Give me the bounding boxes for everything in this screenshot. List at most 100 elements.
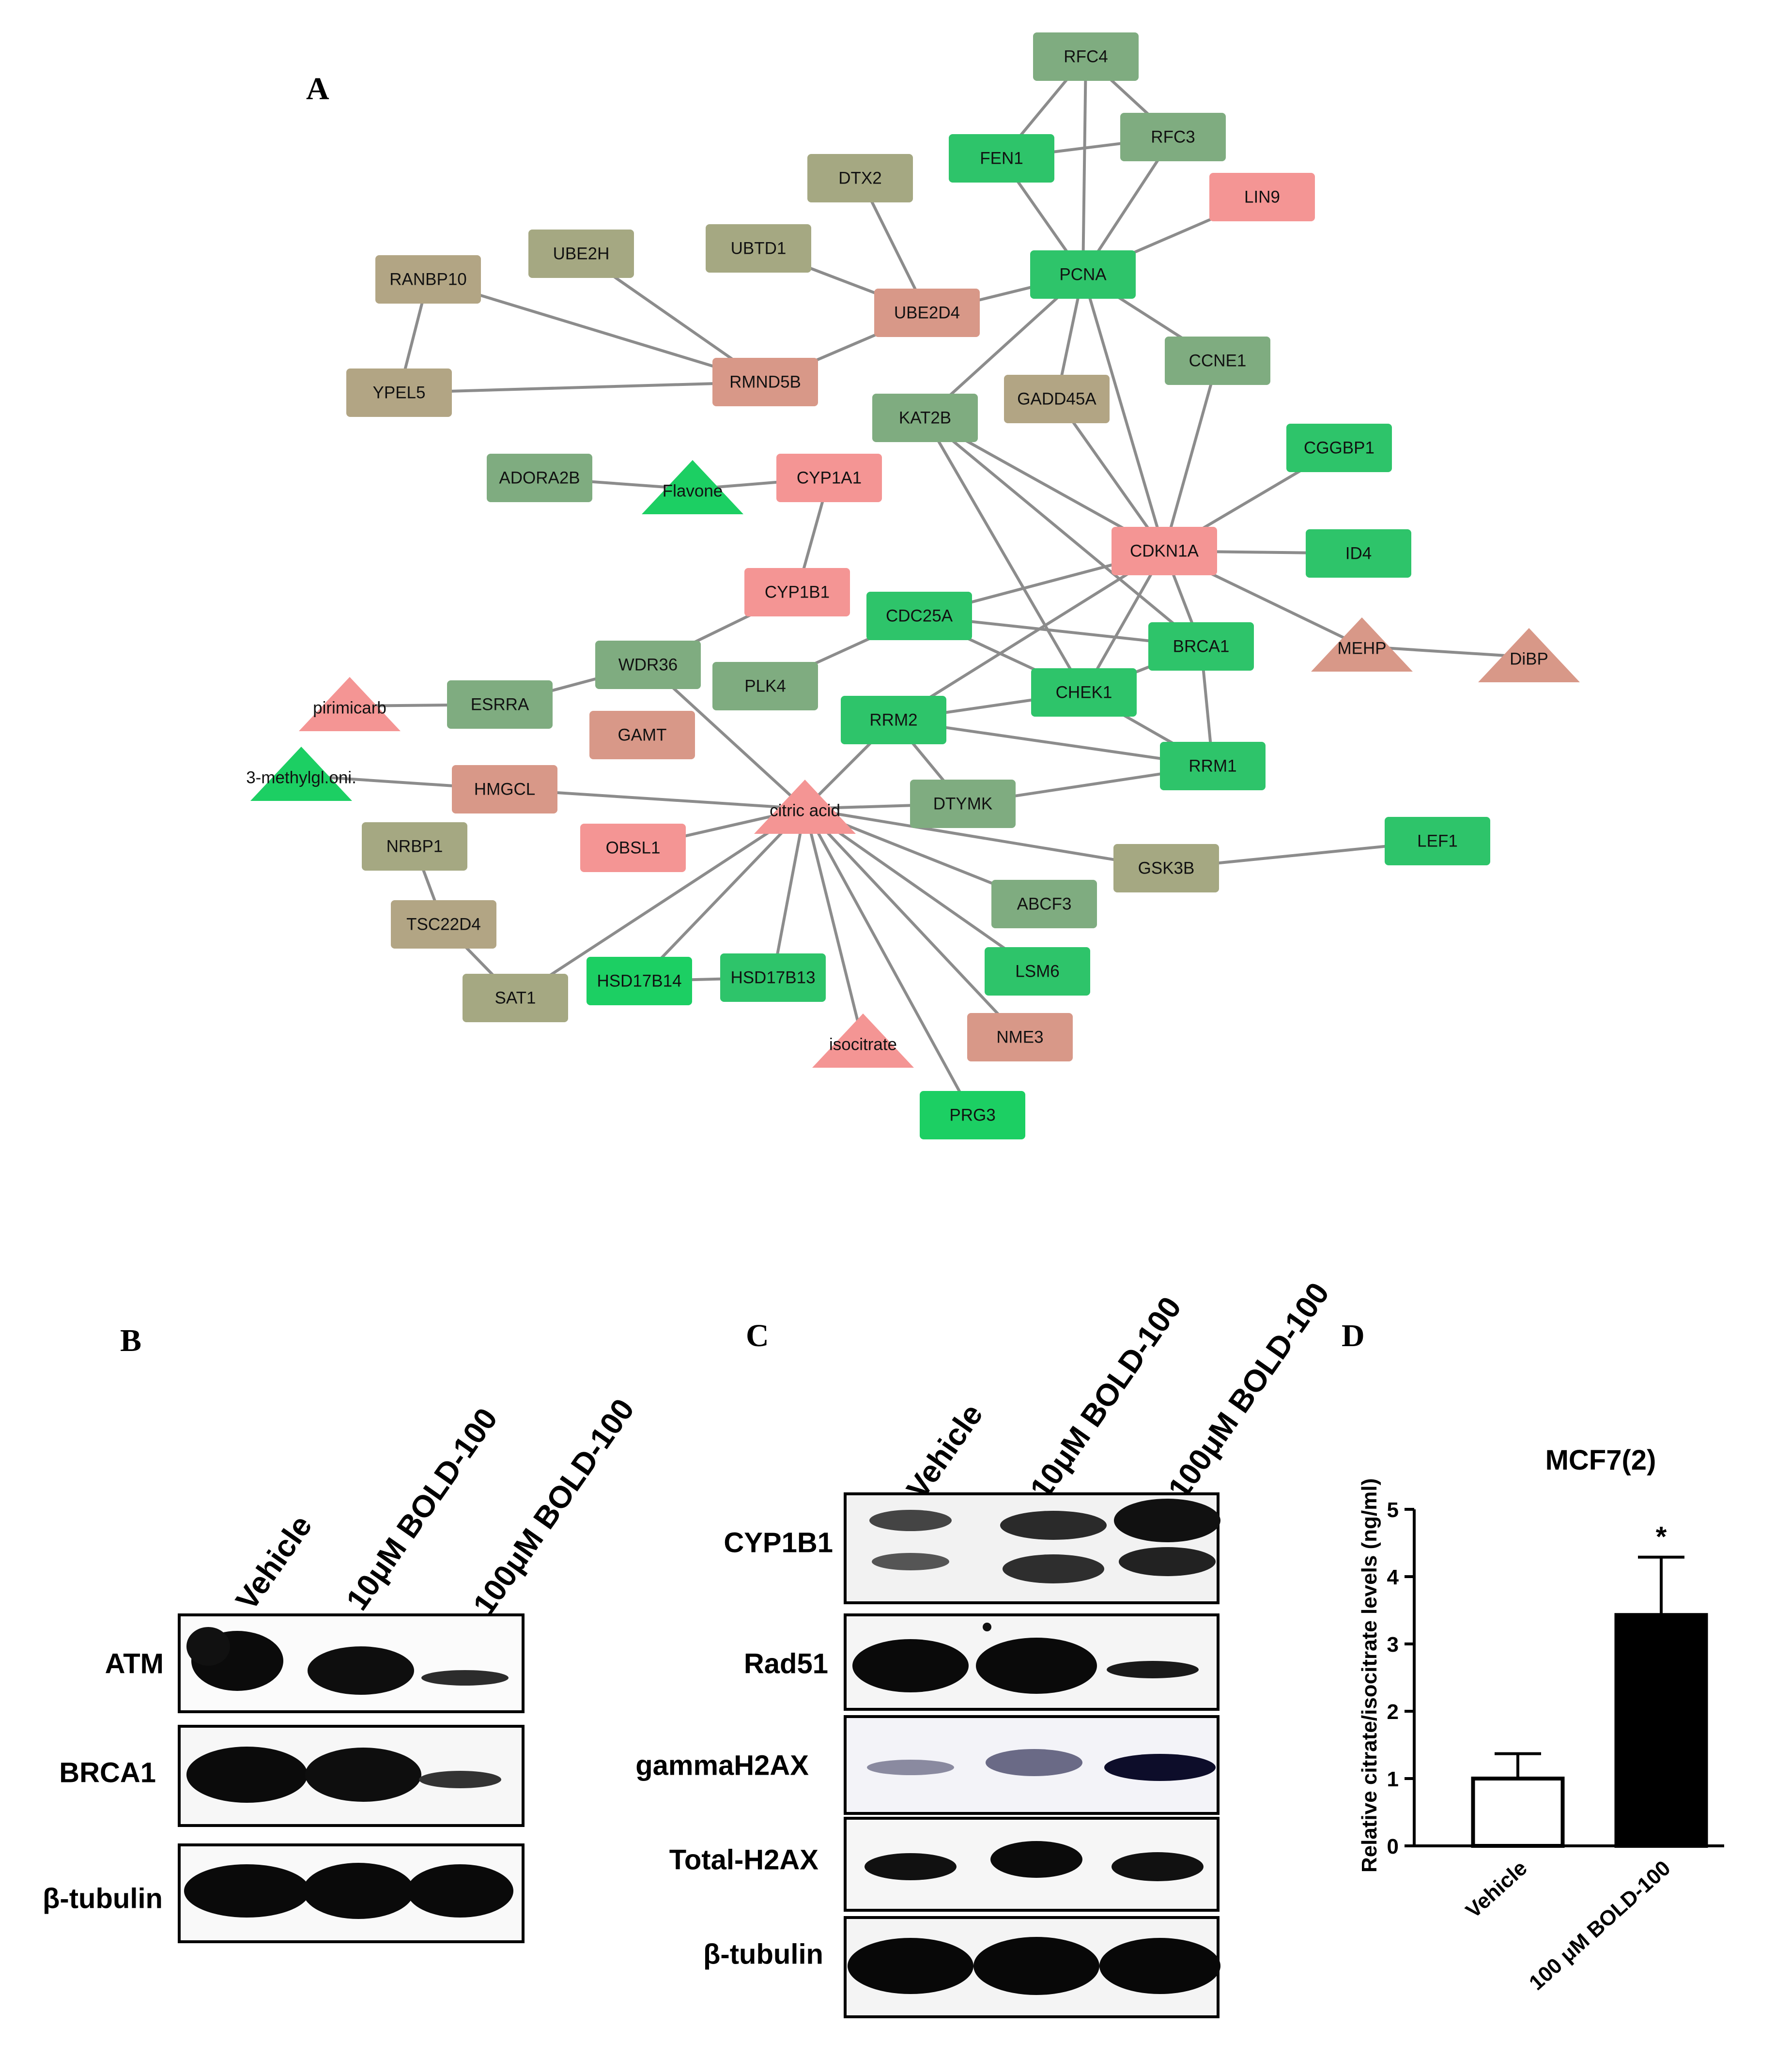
node-box [706, 224, 811, 273]
network-edge [1081, 56, 1087, 275]
node-box [1113, 844, 1219, 892]
node-box [1385, 817, 1490, 865]
network-node: GADD45A [1004, 375, 1110, 423]
network-edge [803, 807, 1021, 1039]
network-edge [1081, 274, 1166, 552]
network-edge [399, 381, 766, 394]
node-label: PCNA [1059, 265, 1107, 284]
node-label: CDC25A [886, 606, 953, 625]
node-label: WDR36 [618, 655, 678, 674]
network-node: ID4 [1306, 529, 1411, 578]
node-box [447, 680, 553, 729]
network-edge [804, 807, 1038, 973]
network-node: LSM6 [985, 947, 1090, 996]
node-box [1306, 529, 1411, 578]
network-node: HSD17B13 [720, 953, 826, 1002]
node-box [1209, 173, 1315, 221]
network-edge [772, 808, 806, 978]
node-box [589, 711, 695, 759]
node-box [1112, 527, 1217, 575]
x-tick-label: 100 μM BOLD-100 [1525, 1856, 1675, 1995]
node-triangle [642, 460, 743, 514]
node-label: ADORA2B [499, 468, 580, 487]
node-box [991, 880, 1097, 928]
network-node: BRCA1 [1148, 622, 1254, 671]
node-box [720, 953, 826, 1002]
node-box [949, 134, 1054, 183]
network-edge [893, 719, 1213, 767]
y-tick-label: 3 [1387, 1633, 1399, 1657]
network-node: RMND5B [712, 358, 818, 406]
node-box [375, 255, 481, 304]
network-node: LIN9 [1209, 173, 1315, 221]
y-tick-label: 2 [1387, 1700, 1399, 1724]
node-label: MEHP [1337, 639, 1386, 658]
node-box [985, 947, 1090, 996]
chart-title: MCF7(2) [1545, 1444, 1656, 1476]
network-node: CYP1B1 [744, 568, 850, 616]
network-node: HMGCL [452, 765, 557, 813]
blot-c-row-rad51: Rad51 [744, 1648, 828, 1679]
blot-c-row-total-h2ax: Total-H2AX [669, 1844, 819, 1875]
node-label: CHEK1 [1056, 683, 1112, 702]
node-triangle [812, 1013, 914, 1068]
western-blot-b: Vehicle 10μM BOLD-100 100μM BOLD-100 ATM… [43, 1393, 641, 1943]
network-node: DTX2 [807, 154, 913, 202]
network-node: PRG3 [920, 1091, 1025, 1139]
blot-b-row-brca1: BRCA1 [59, 1757, 156, 1788]
node-box [528, 230, 634, 278]
blot-c-strip-total-h2ax [844, 1817, 1220, 1912]
node-box [744, 568, 850, 616]
network-node: LEF1 [1385, 817, 1490, 865]
node-label: pirimicarb [313, 698, 386, 717]
network-node: CDC25A [866, 592, 972, 640]
network-node: CHEK1 [1031, 668, 1137, 717]
node-box [712, 358, 818, 406]
node-label: FEN1 [980, 149, 1023, 168]
network-node: ABCF3 [991, 880, 1097, 928]
network-node: TSC22D4 [391, 900, 496, 949]
node-box [1030, 250, 1136, 299]
node-label: NRBP1 [386, 837, 443, 856]
network-edge [803, 808, 974, 1116]
network-node: UBE2H [528, 230, 634, 278]
node-triangle [299, 677, 401, 731]
network-node: KAT2B [872, 394, 978, 442]
node-box [1165, 337, 1270, 385]
node-label: DTX2 [838, 169, 881, 187]
network-edge [1163, 360, 1219, 552]
chart-y-label: Relative citrate/isocitrate levels (ng/m… [1358, 1478, 1381, 1872]
y-tick-label: 5 [1387, 1498, 1399, 1522]
node-label: UBE2H [553, 244, 610, 263]
network-node: ADORA2B [487, 454, 592, 502]
network-node: DTYMK [910, 780, 1016, 828]
node-label: ESRRA [471, 695, 529, 714]
node-box [487, 454, 592, 502]
node-label: RMND5B [729, 372, 801, 391]
blot-c-strip-gammah2ax [844, 1715, 1220, 1815]
blot-b-row-tubulin: β-tubulin [43, 1883, 163, 1914]
blot-b-strip-atm [178, 1613, 525, 1713]
x-tick-label: Vehicle [1461, 1856, 1532, 1923]
node-box [910, 780, 1016, 828]
node-label: HSD17B14 [597, 971, 681, 990]
network-edges [301, 55, 1529, 1116]
panel-letter-a: A [306, 71, 329, 107]
network-node: RFC3 [1120, 113, 1226, 161]
node-triangle [1478, 628, 1580, 682]
network-node: GSK3B [1113, 844, 1219, 892]
node-label: DTYMK [933, 794, 993, 813]
node-box [920, 1091, 1025, 1139]
network-edge [893, 550, 1165, 721]
panel-letter-b: B [120, 1323, 141, 1358]
blot-c-lane-10um: 10μM BOLD-100 [1023, 1290, 1188, 1505]
node-box [1160, 742, 1266, 790]
node-box [391, 900, 496, 949]
network-node: RRM1 [1160, 742, 1266, 790]
node-triangle [1311, 617, 1413, 672]
network-node: FEN1 [949, 134, 1054, 183]
node-label: GADD45A [1017, 389, 1096, 408]
node-label: UBTD1 [731, 239, 787, 258]
network-node: SAT1 [463, 974, 568, 1022]
